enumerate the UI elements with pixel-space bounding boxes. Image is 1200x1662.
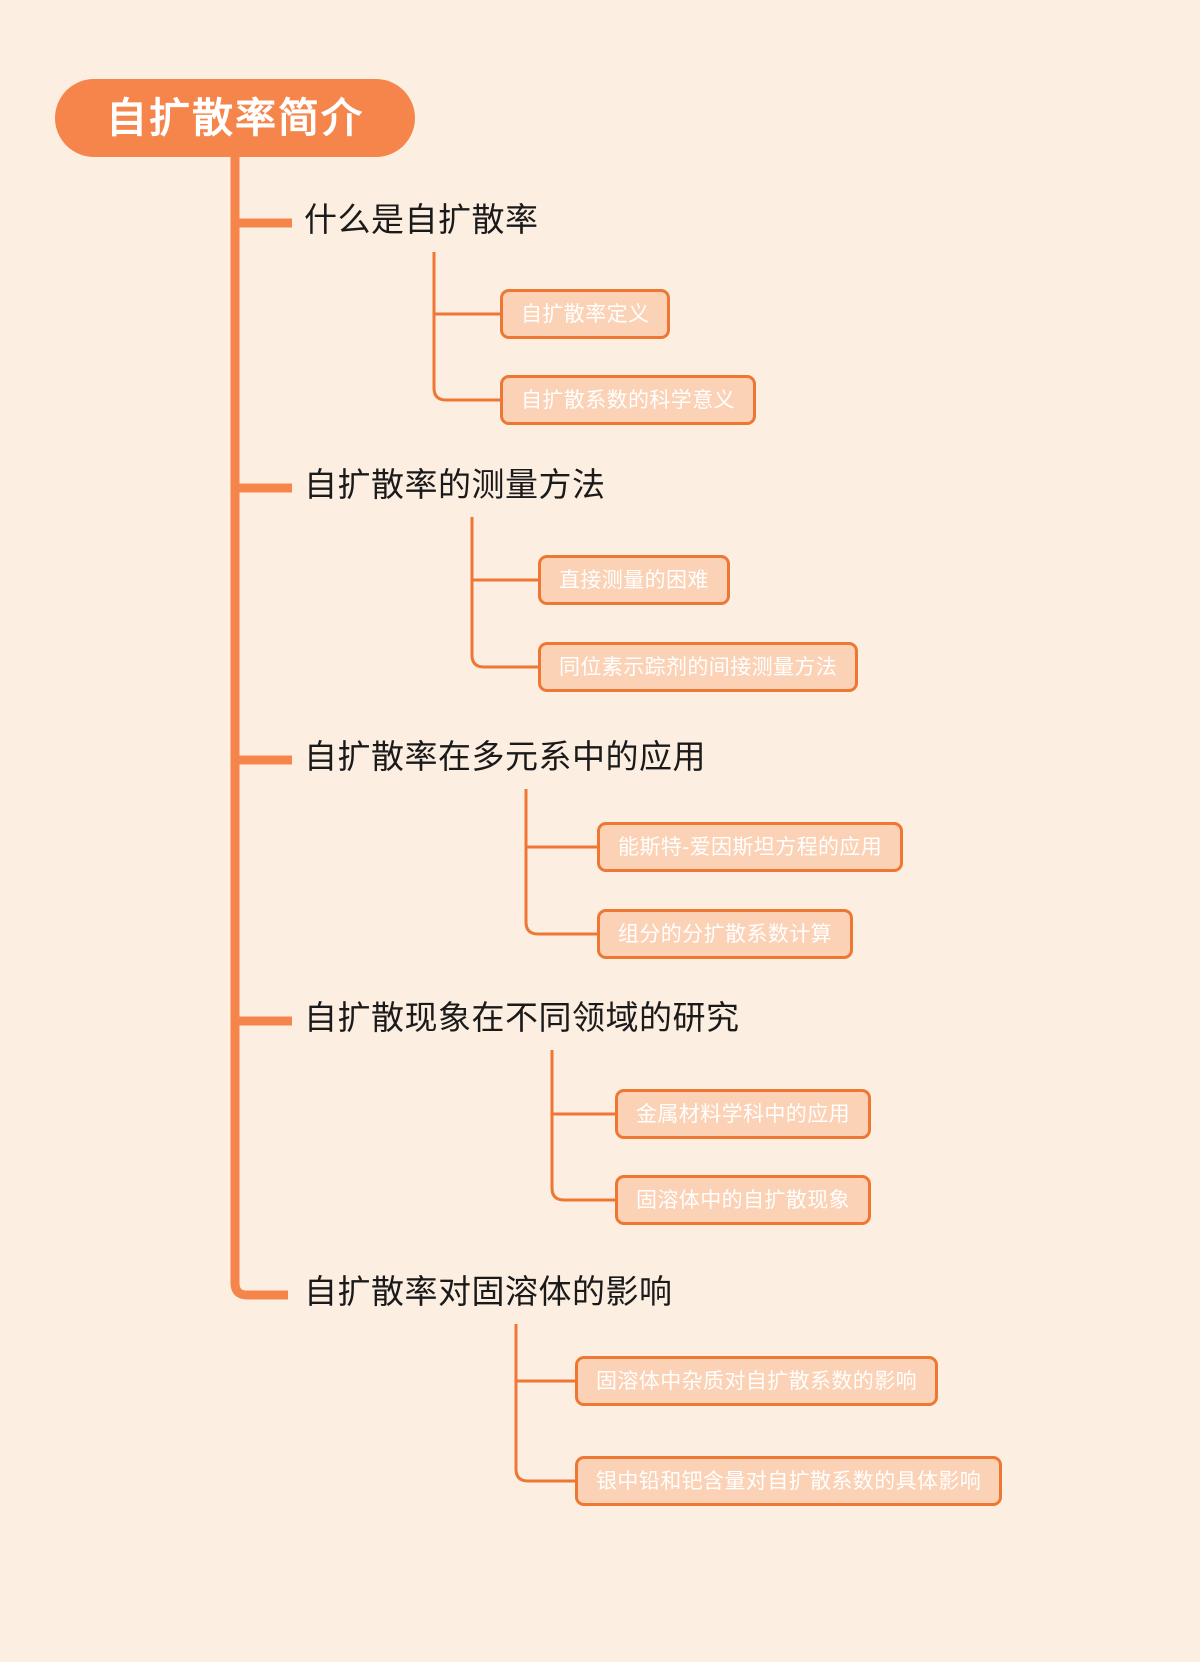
topic-node-4[interactable]: 自扩散现象在不同领域的研究 [304,999,740,1036]
root-node-label: 自扩散率简介 [106,94,364,141]
leaf-node-3-2[interactable]: 组分的分扩散系数计算 [597,909,853,959]
leaf-node-3-1[interactable]: 能斯特-爱因斯坦方程的应用 [597,822,904,872]
leaf-node-2-2[interactable]: 同位素示踪剂的间接测量方法 [538,642,859,692]
leaf-node-3-1-label: 能斯特-爱因斯坦方程的应用 [618,835,883,859]
leaf-node-2-2-label: 同位素示踪剂的间接测量方法 [559,655,838,679]
leaf-node-5-2-label: 银中铅和钯含量对自扩散系数的具体影响 [596,1469,982,1493]
leaf-node-4-2[interactable]: 固溶体中的自扩散现象 [615,1175,871,1225]
root-node[interactable]: 自扩散率简介 [55,79,415,157]
leaf-node-1-2[interactable]: 自扩散系数的科学意义 [500,375,756,425]
leaf-node-5-1-label: 固溶体中杂质对自扩散系数的影响 [596,1369,917,1393]
leaf-node-4-1[interactable]: 金属材料学科中的应用 [615,1089,871,1139]
sub-trunk-2 [470,517,538,669]
leaf-node-2-1-label: 直接测量的困难 [559,568,709,592]
leaf-node-5-1[interactable]: 固溶体中杂质对自扩散系数的影响 [575,1356,938,1406]
topic-node-5[interactable]: 自扩散率对固溶体的影响 [304,1273,673,1310]
leaf-node-4-1-label: 金属材料学科中的应用 [636,1102,850,1126]
trunk-line [230,157,288,1300]
leaf-node-1-1[interactable]: 自扩散率定义 [500,289,671,339]
topic-node-2[interactable]: 自扩散率的测量方法 [304,466,606,503]
leaf-node-3-2-label: 组分的分扩散系数计算 [618,922,832,946]
sub-trunk-3 [524,789,597,936]
leaf-node-2-1[interactable]: 直接测量的困难 [538,555,730,605]
sub-trunk-5 [514,1324,575,1483]
leaf-node-1-1-label: 自扩散率定义 [521,302,650,326]
leaf-node-4-2-label: 固溶体中的自扩散现象 [636,1188,850,1212]
leaf-node-5-2[interactable]: 银中铅和钯含量对自扩散系数的具体影响 [575,1456,1003,1506]
topic-node-3[interactable]: 自扩散率在多元系中的应用 [304,738,706,775]
leaf-node-1-2-label: 自扩散系数的科学意义 [521,388,735,412]
sub-trunk-1 [432,252,500,402]
sub-trunk-4 [550,1050,615,1202]
topic-node-1[interactable]: 什么是自扩散率 [304,201,539,238]
